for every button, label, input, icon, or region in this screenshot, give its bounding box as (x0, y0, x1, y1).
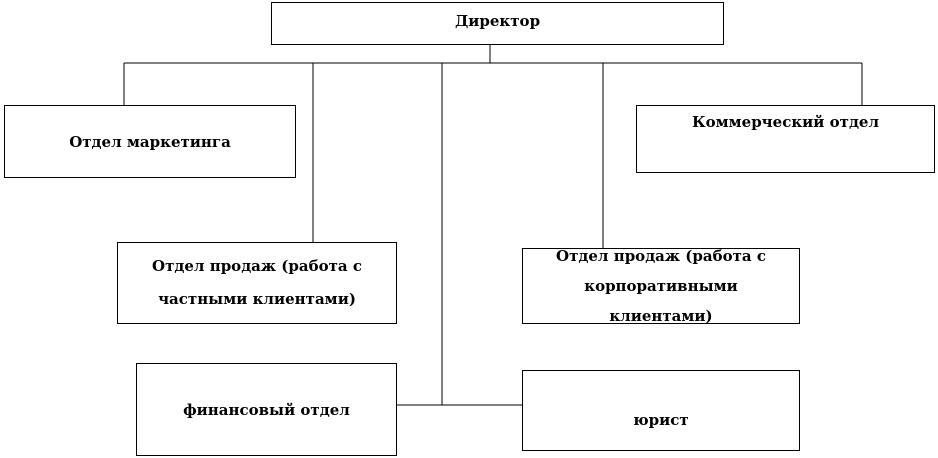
sales-private-label: Отдел продаж (работа с частными клиентам… (152, 257, 362, 308)
director-label: Директор (454, 12, 541, 30)
sales-corporate-box: Отдел продаж (работа с корпоративными кл… (522, 247, 800, 325)
lawyer-box: юрист (522, 370, 800, 451)
sales-corporate-label: Отдел продаж (работа с корпоративными кл… (556, 247, 766, 325)
finance-box: финансовый отдел (136, 363, 397, 456)
sales-private-box: Отдел продаж (работа с частными клиентам… (117, 242, 397, 324)
marketing-box: Отдел маркетинга (4, 105, 296, 178)
lawyer-label: юрист (633, 410, 689, 429)
director-box: Директор (271, 2, 724, 45)
marketing-label: Отдел маркетинга (69, 132, 231, 151)
commercial-box: Коммерческий отдел (636, 105, 935, 173)
commercial-label: Коммерческий отдел (691, 113, 880, 131)
finance-label: финансовый отдел (183, 400, 350, 419)
